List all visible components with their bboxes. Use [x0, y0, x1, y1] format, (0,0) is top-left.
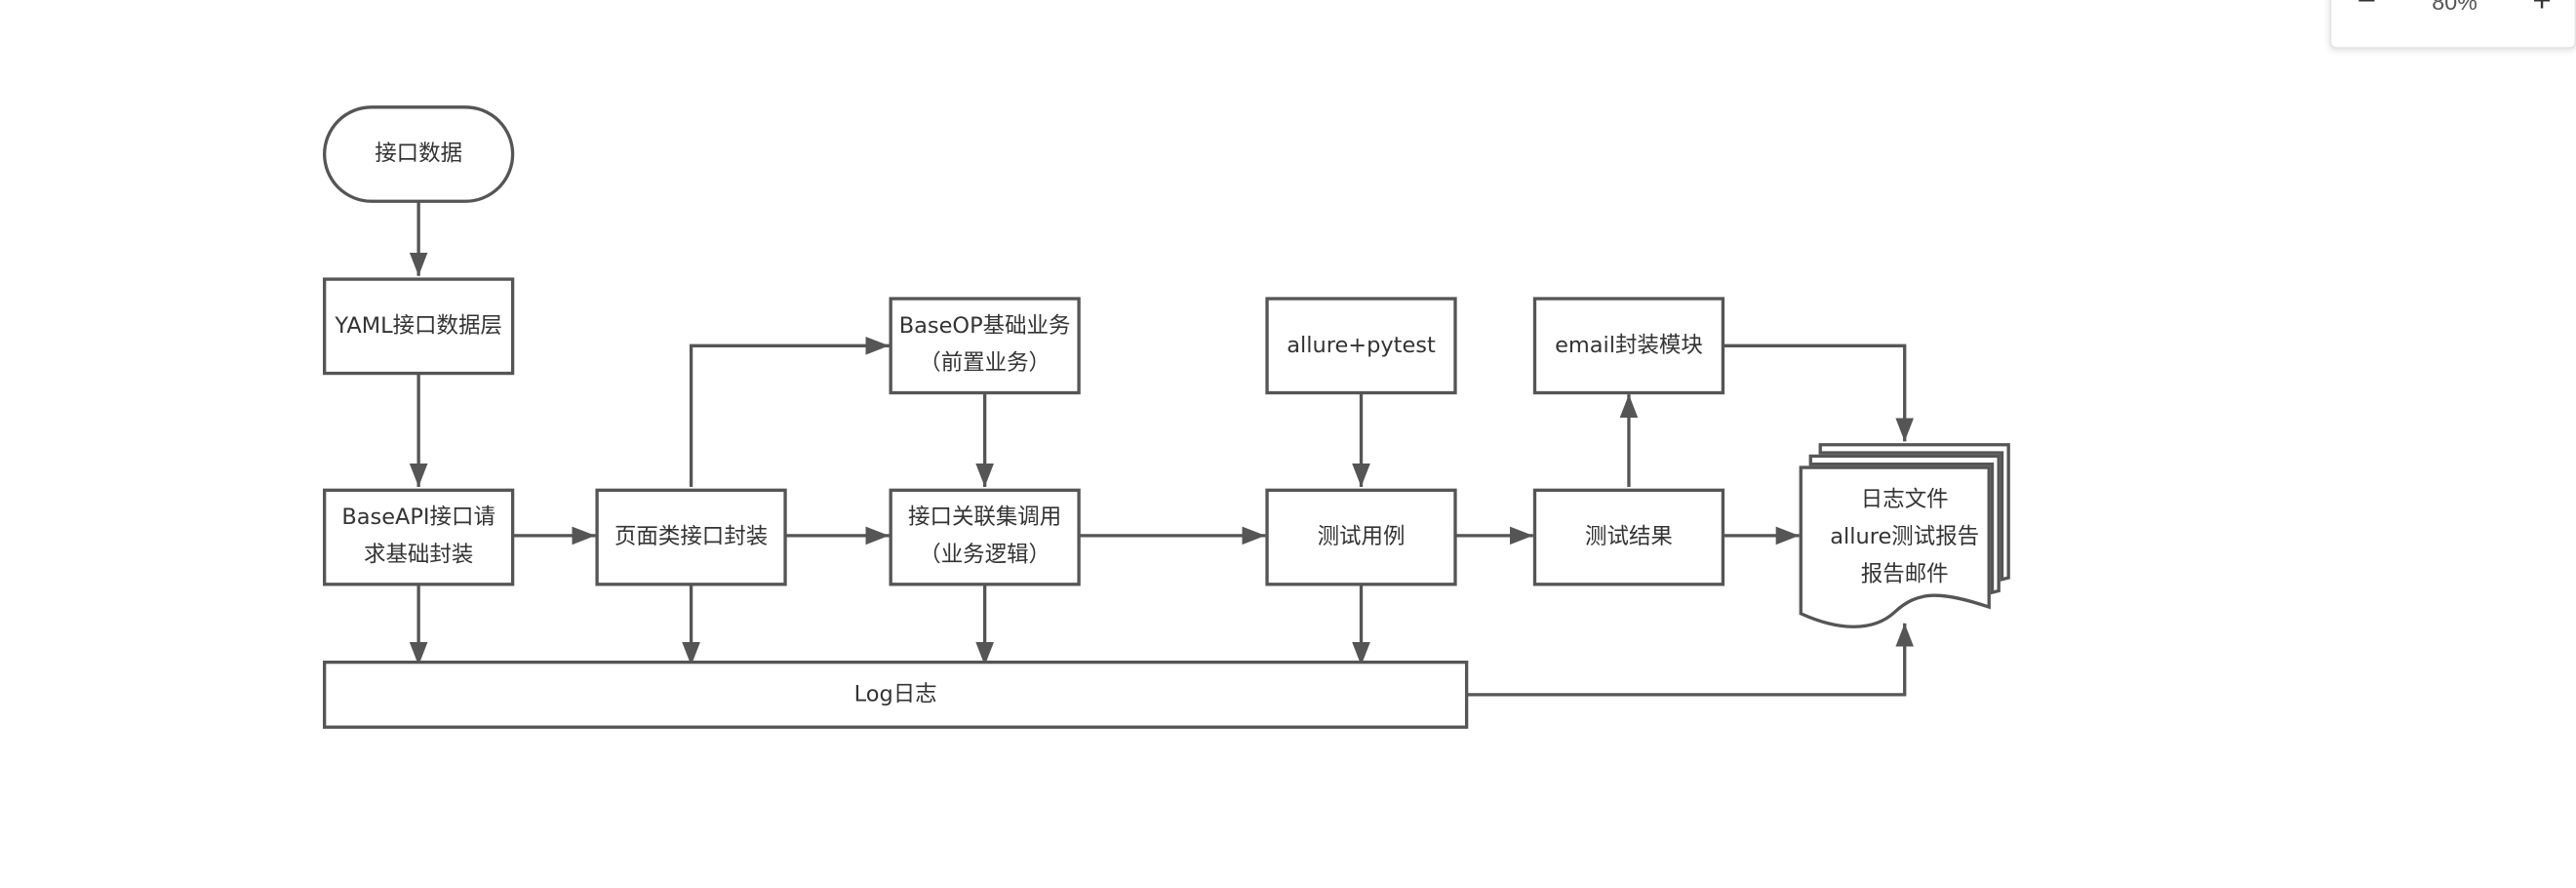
interface-assoc-box: [889, 488, 1081, 586]
baseapi-box: [322, 488, 515, 586]
log-box: [322, 660, 1469, 729]
allure-pytest-box: [1265, 297, 1457, 395]
edge-page-interface-to-baseop: [689, 336, 890, 487]
node-shape-layer: [322, 105, 2010, 729]
edge-log-to-output: [1466, 623, 1915, 697]
zoom-level: 80%: [2432, 0, 2477, 15]
multi-document-shape: [1799, 443, 2010, 628]
connector-layer: [409, 201, 1915, 697]
zoom-in-button[interactable]: +: [2532, 0, 2552, 20]
edge-email-module-to-output: [1723, 343, 1915, 442]
email-module-box: [1532, 297, 1725, 395]
page-interface-box: [595, 488, 787, 586]
test-case-box: [1265, 488, 1457, 586]
zoom-control: − 80% +: [2329, 0, 2576, 49]
test-result-box: [1532, 488, 1725, 586]
zoom-out-button[interactable]: −: [2357, 0, 2377, 20]
baseop-box: [889, 297, 1081, 395]
interface-data-terminator: [322, 105, 515, 203]
yaml-layer-box: [322, 277, 515, 376]
